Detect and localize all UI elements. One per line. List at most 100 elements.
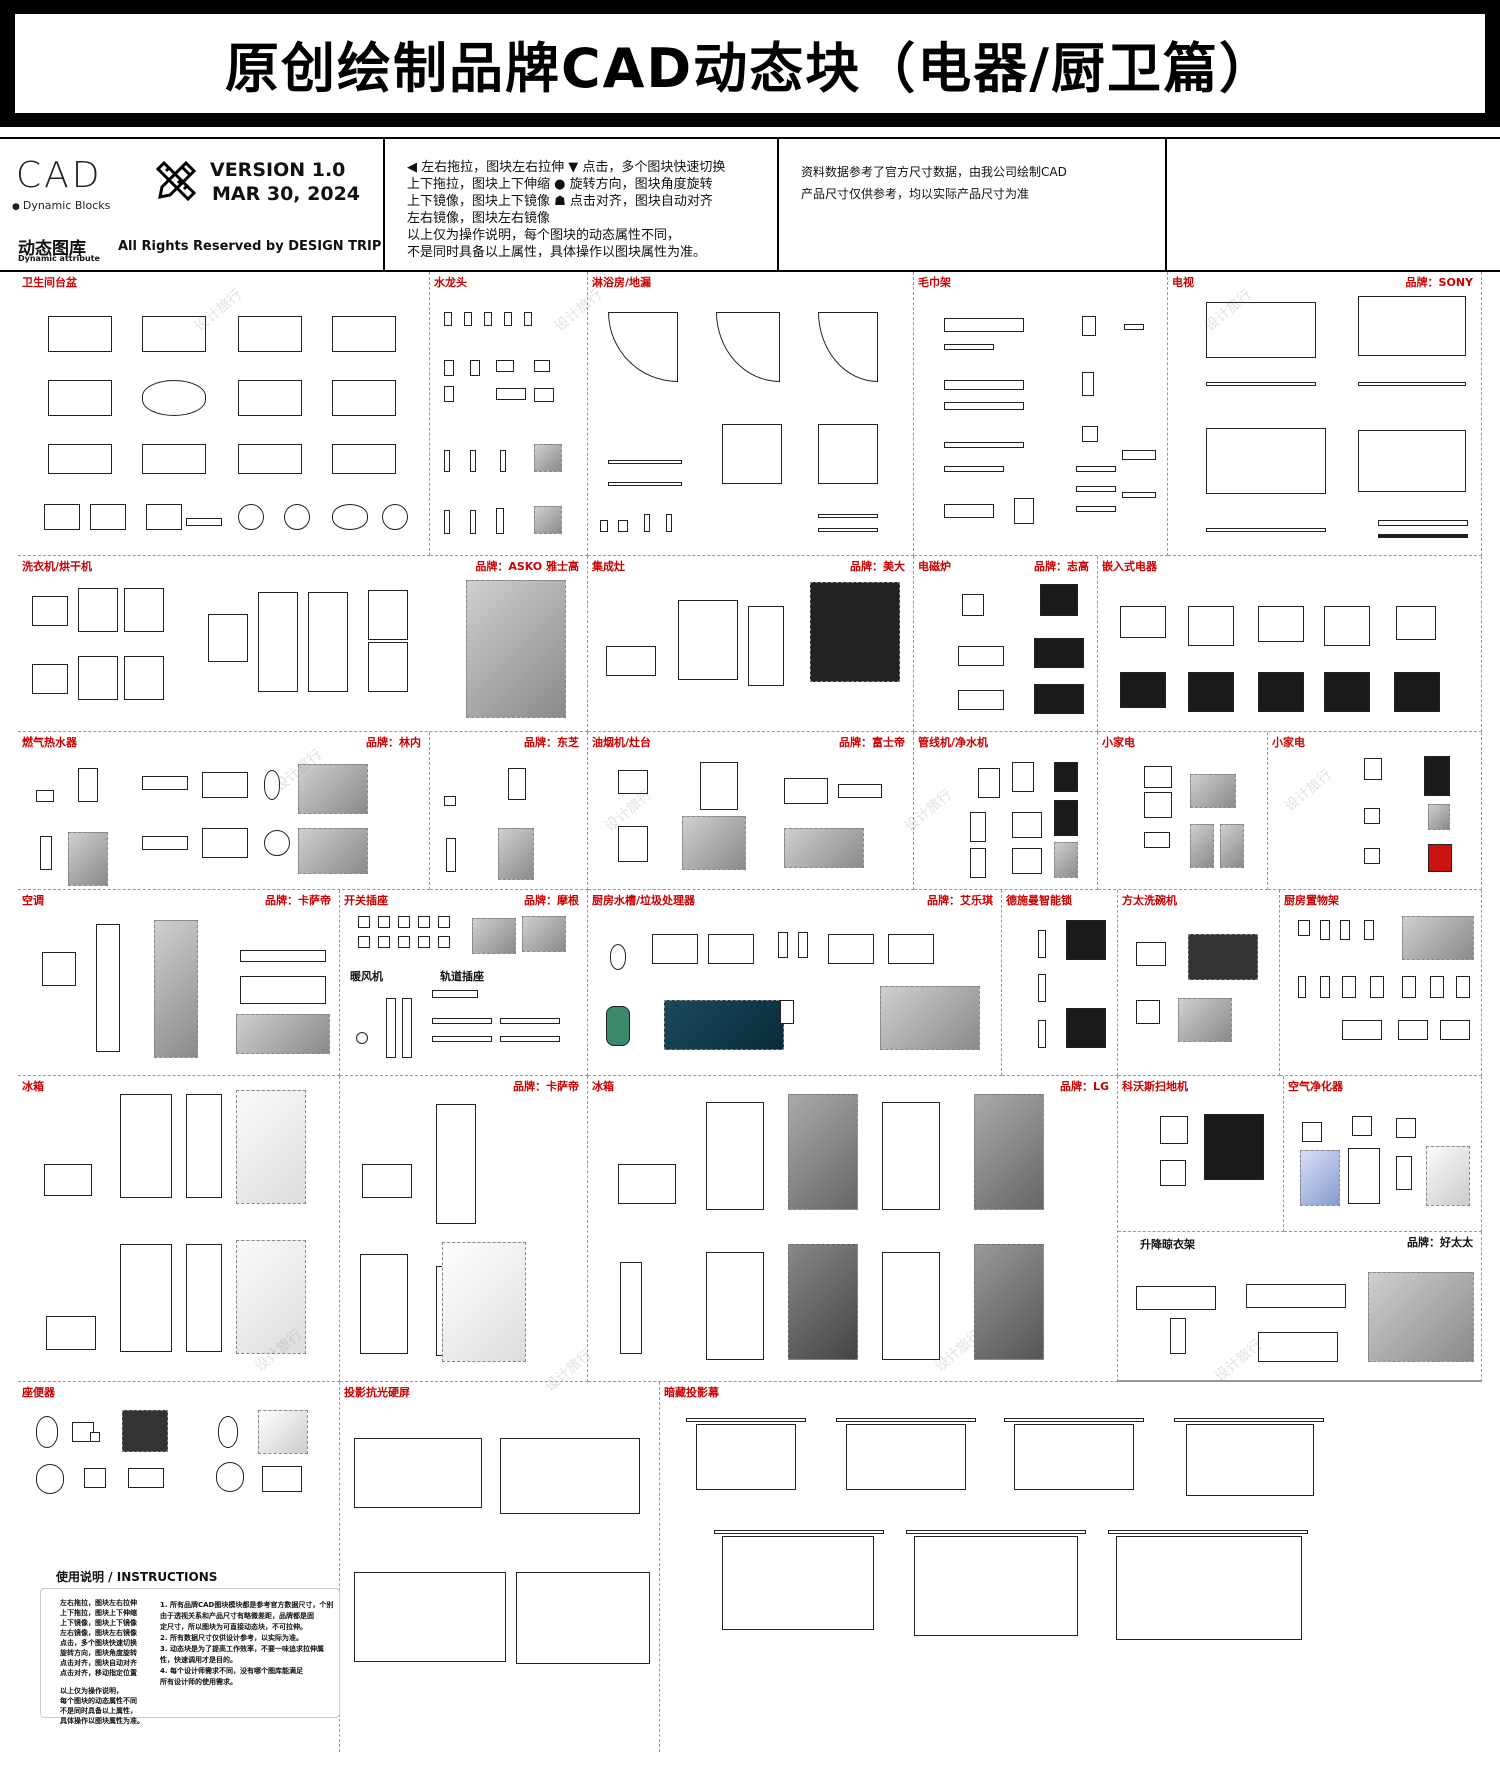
shower-room-block[interactable] — [818, 312, 878, 382]
hood-block[interactable] — [700, 762, 738, 810]
purifier-block[interactable] — [1012, 812, 1042, 838]
switch-block[interactable] — [358, 916, 370, 928]
basin-block[interactable] — [142, 316, 206, 352]
sink-block[interactable] — [778, 932, 788, 958]
faucet-block[interactable] — [470, 510, 476, 534]
towel-rack-block[interactable] — [1076, 486, 1116, 492]
tv-block[interactable] — [1378, 534, 1468, 538]
purifier-block[interactable] — [978, 768, 1000, 798]
ac-block[interactable] — [42, 952, 76, 986]
tv-block[interactable] — [1206, 382, 1316, 386]
faucet-block[interactable] — [496, 508, 504, 534]
faucet-block[interactable] — [496, 388, 526, 400]
hidden-screen-case[interactable] — [1004, 1418, 1144, 1422]
faucet-block[interactable] — [500, 450, 506, 472]
hidden-screen-block[interactable] — [722, 1536, 874, 1630]
purifier-block[interactable] — [1396, 1118, 1416, 1138]
fridge-block[interactable] — [706, 1102, 764, 1210]
basin-block[interactable] — [238, 504, 264, 530]
drying-rack-block[interactable] — [1136, 1286, 1216, 1310]
washer-block[interactable] — [368, 590, 408, 640]
faucet-block[interactable] — [444, 360, 454, 376]
hob-block[interactable] — [838, 784, 882, 798]
purifier-block[interactable] — [1302, 1122, 1322, 1142]
fridge-block[interactable] — [620, 1262, 642, 1354]
ac-block[interactable] — [240, 976, 326, 1004]
towel-rack-block[interactable] — [1122, 450, 1156, 460]
drain-stone-block[interactable] — [722, 424, 782, 484]
toilet-block[interactable] — [84, 1468, 106, 1488]
stove-block[interactable] — [606, 646, 656, 676]
towel-rack-block[interactable] — [944, 466, 1004, 472]
towel-rack-block[interactable] — [944, 442, 1024, 448]
track-block[interactable] — [432, 990, 478, 998]
hidden-screen-case[interactable] — [836, 1418, 976, 1422]
purifier-block[interactable] — [970, 812, 986, 842]
towel-rack-block[interactable] — [1082, 316, 1096, 336]
hood-block[interactable] — [618, 826, 648, 862]
towel-rack-block[interactable] — [1014, 498, 1034, 524]
screen-block[interactable] — [354, 1572, 506, 1662]
basin-block[interactable] — [186, 518, 222, 526]
washer-block[interactable] — [32, 664, 68, 694]
shower-room-block[interactable] — [608, 312, 678, 382]
faucet-block[interactable] — [464, 312, 472, 326]
fridge-block[interactable] — [120, 1244, 172, 1352]
heater-block[interactable] — [142, 776, 188, 790]
rack-block[interactable] — [1370, 976, 1384, 998]
basin-block[interactable] — [48, 316, 112, 352]
faucet-block[interactable] — [470, 450, 476, 472]
fridge-block[interactable] — [46, 1316, 96, 1350]
hidden-screen-block[interactable] — [914, 1536, 1078, 1636]
faucet-block[interactable] — [484, 312, 492, 326]
faucet-block[interactable] — [534, 360, 550, 372]
faucet-block[interactable] — [444, 386, 454, 402]
sink-block[interactable] — [652, 934, 698, 964]
purifier-block[interactable] — [1396, 1156, 1412, 1190]
track-block[interactable] — [432, 1036, 492, 1042]
tv-block[interactable] — [1206, 428, 1326, 494]
sink-block[interactable] — [828, 934, 874, 964]
switch-block[interactable] — [398, 936, 410, 948]
switch-block[interactable] — [418, 936, 430, 948]
switch-block[interactable] — [438, 936, 450, 948]
washer-block[interactable] — [124, 656, 164, 700]
drying-rack-block[interactable] — [1246, 1284, 1346, 1308]
switch-block[interactable] — [398, 916, 410, 928]
switch-block[interactable] — [378, 936, 390, 948]
dishwasher-block[interactable] — [1136, 1000, 1160, 1024]
hidden-screen-block[interactable] — [846, 1424, 966, 1490]
washer-block[interactable] — [78, 588, 118, 632]
appliance-block[interactable] — [1364, 808, 1380, 824]
tv-block[interactable] — [1206, 302, 1316, 358]
towel-rack-block[interactable] — [944, 504, 994, 518]
appliance-block[interactable] — [1144, 832, 1170, 848]
drain-block[interactable] — [666, 514, 672, 532]
built-in-block[interactable] — [1324, 606, 1370, 646]
built-in-block[interactable] — [1396, 606, 1436, 640]
heater-block[interactable] — [36, 790, 54, 802]
hidden-screen-block[interactable] — [1186, 1424, 1314, 1496]
hidden-screen-block[interactable] — [1116, 1536, 1302, 1640]
hidden-screen-case[interactable] — [1108, 1530, 1308, 1534]
heater-block[interactable] — [446, 838, 456, 872]
sink-block[interactable] — [888, 934, 934, 964]
drain-block[interactable] — [608, 482, 682, 486]
vacuum-block[interactable] — [1160, 1160, 1186, 1186]
lock-block[interactable] — [1038, 974, 1046, 1002]
disposer-block[interactable] — [610, 944, 626, 970]
track-block[interactable] — [432, 1018, 492, 1024]
faucet-block[interactable] — [534, 388, 554, 402]
towel-rack-block[interactable] — [1122, 492, 1156, 498]
rack-block[interactable] — [1298, 920, 1310, 936]
dishwasher-block[interactable] — [1136, 942, 1166, 966]
switch-block[interactable] — [358, 936, 370, 948]
drain-block[interactable] — [600, 520, 608, 532]
fridge-block[interactable] — [44, 1164, 92, 1196]
fridge-block[interactable] — [186, 1244, 222, 1352]
sink-block[interactable] — [780, 1000, 794, 1024]
fridge-block[interactable] — [120, 1094, 172, 1198]
toilet-block[interactable] — [90, 1432, 100, 1442]
heater-block[interactable] — [202, 828, 248, 858]
drain-block[interactable] — [618, 520, 628, 532]
